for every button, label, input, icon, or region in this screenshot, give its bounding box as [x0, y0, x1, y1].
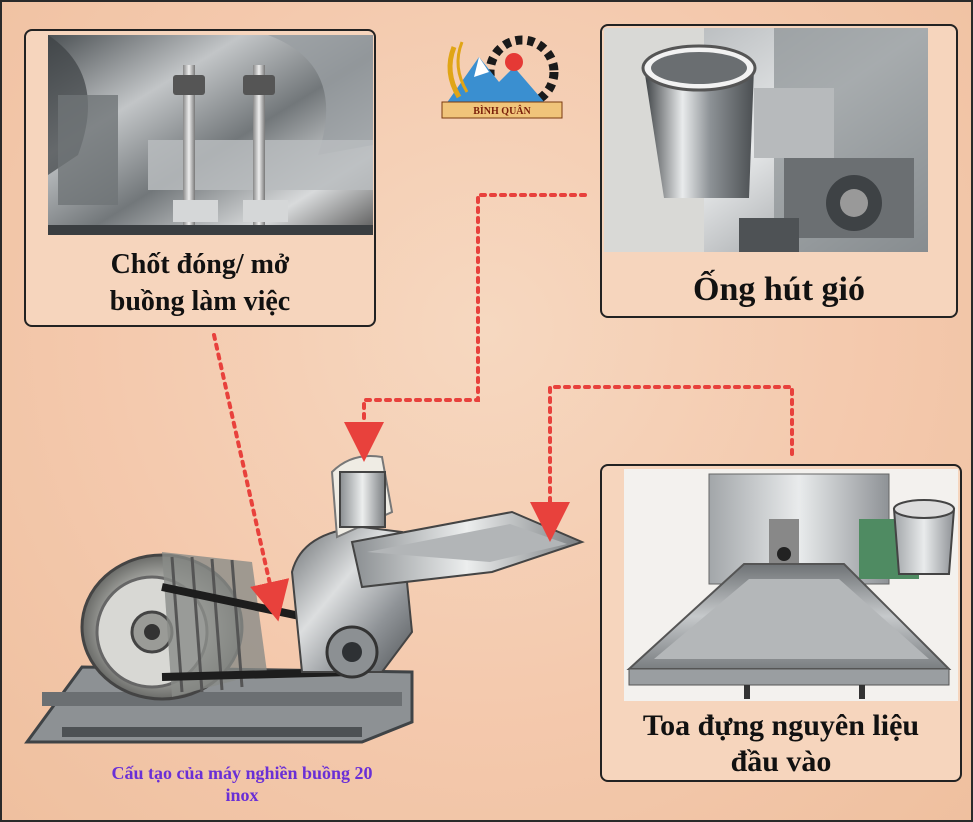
machine-caption-line2: inox — [225, 785, 259, 805]
caption-lock-line2: buồng làm việc — [109, 286, 291, 317]
caption-air-pipe: Ống hút gió — [693, 271, 865, 308]
panel-hopper: Toa đựng nguyên liệu đầu vào — [600, 464, 962, 782]
machine-caption: Cấu tạo của máy nghiền buồng 20 inox — [42, 762, 442, 806]
machine-caption-line1: Cấu tạo của máy nghiền buồng 20 — [111, 763, 373, 783]
photo-hopper — [624, 469, 958, 701]
latch-illustration — [48, 35, 373, 235]
caption-hopper-line2: đầu vào — [730, 745, 832, 778]
machine-illustration — [22, 442, 592, 762]
brand-logo: BÌNH QUÂN — [434, 32, 569, 122]
caption-lock-line1: Chốt đóng/ mở — [110, 249, 290, 280]
caption-hopper-line1: Toa đựng nguyên liệu — [642, 709, 920, 742]
logo-text: BÌNH QUÂN — [473, 105, 531, 117]
photo-lock-latch — [48, 35, 373, 235]
photo-air-pipe — [604, 28, 928, 252]
panel-lock: Chốt đóng/ mở buồng làm việc — [24, 29, 376, 327]
arrow-lock-to-machine — [212, 333, 290, 622]
arrow-air-pipe-to-machine — [344, 193, 587, 462]
arrow-hopper-to-machine — [530, 385, 794, 542]
panel-air-pipe: Ống hút gió — [600, 24, 958, 318]
